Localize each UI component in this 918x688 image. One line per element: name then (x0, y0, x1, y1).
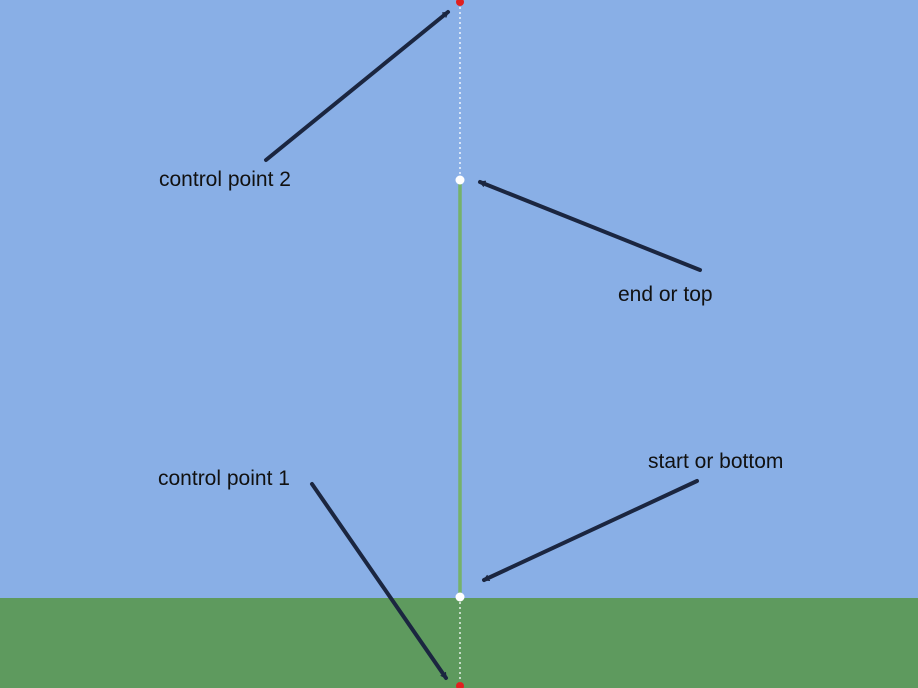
arrow-to-control-point-1 (310, 482, 448, 680)
control-point-2-marker[interactable] (456, 0, 464, 6)
ground-strip (0, 598, 918, 688)
arrow-to-control-point-2 (264, 10, 450, 162)
label-control-point-2: control point 2 (159, 168, 291, 191)
control-point-1-marker[interactable] (456, 682, 464, 688)
start-point-marker[interactable] (455, 592, 465, 602)
arrow-to-end-point (478, 180, 702, 272)
label-end-or-top: end or top (618, 283, 713, 306)
label-start-or-bottom: start or bottom (648, 450, 783, 473)
end-point-marker[interactable] (455, 175, 465, 185)
label-control-point-1: control point 1 (158, 467, 290, 490)
arrow-to-start-point (482, 479, 699, 582)
